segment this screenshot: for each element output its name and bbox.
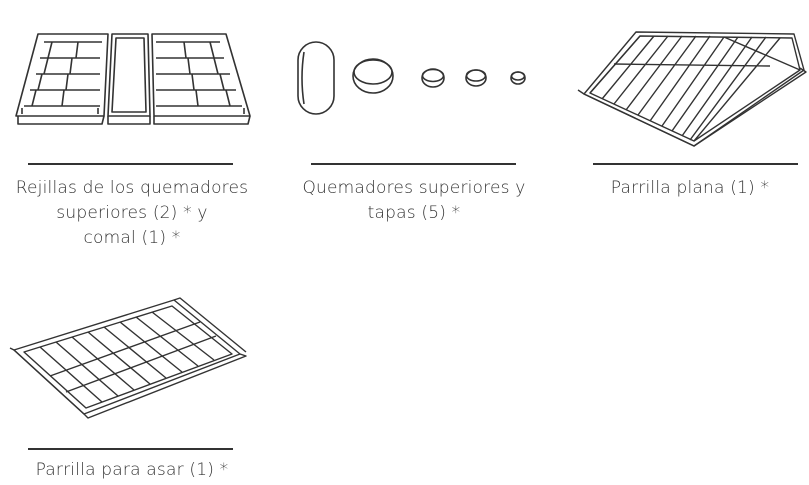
caption-line: comal (1) * [83,228,181,248]
separator-line [593,163,798,165]
flat-rack-caption: Parrilla plana (1) * [575,176,805,201]
separator-line [28,163,233,165]
flat-oven-rack-icon [577,31,807,147]
broil-rack-icon [9,297,247,419]
burner-grates-and-griddle-icon [15,33,251,125]
separator-line [311,163,516,165]
caption-line: Quemadores superiores y [302,178,526,198]
caption-line: Rejillas de los quemadores [15,178,249,198]
broil-rack-caption: Parrilla para asar (1) * [8,458,256,483]
burner-heads-and-caps-icon [297,41,526,115]
caption-line: Parrilla para asar (1) * [35,460,229,480]
caption-line: tapas (5) * [367,203,461,223]
burners-caption: Quemadores superiores y tapas (5) * [284,176,544,226]
caption-line: superiores (2) * y [56,203,208,223]
grates-caption: Rejillas de los quemadores superiores (2… [8,176,256,251]
separator-line [28,448,233,450]
caption-line: Parrilla plana (1) * [610,178,770,198]
